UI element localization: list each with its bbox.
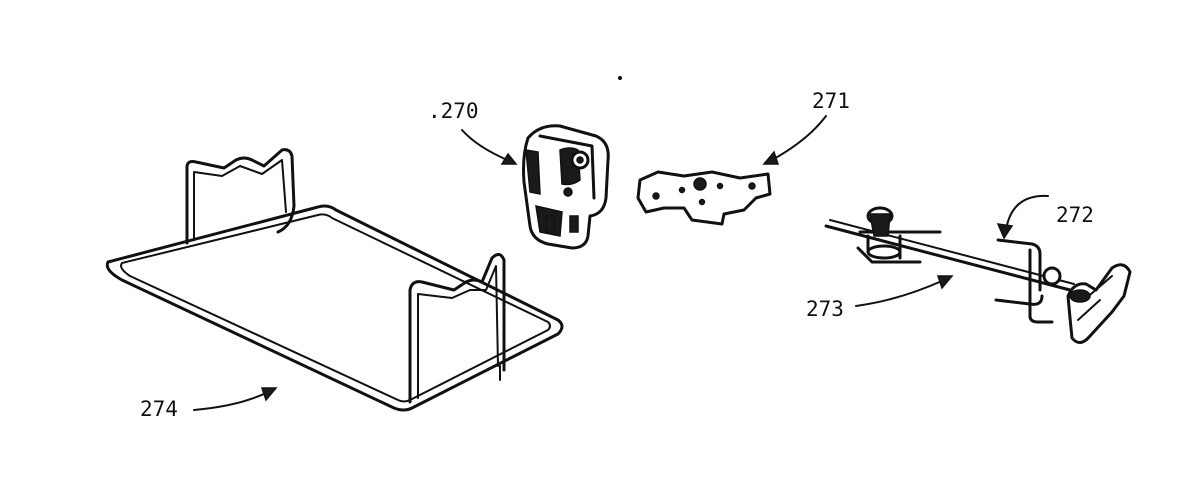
callout-271: 271 — [812, 89, 850, 113]
right-fork — [994, 238, 1062, 324]
spit-assembly — [824, 206, 1132, 344]
left-fork — [856, 206, 942, 264]
scan-speck — [618, 76, 622, 80]
arrow-270 — [461, 129, 513, 163]
rotisserie-motor — [522, 124, 610, 250]
mounting-bracket — [636, 170, 772, 226]
arrow-273 — [855, 279, 945, 307]
callout-270: .270 — [428, 99, 479, 123]
wire-rack — [105, 148, 564, 412]
callout-274: 274 — [140, 397, 178, 421]
arrow-271 — [771, 115, 827, 161]
arrow-274 — [193, 391, 269, 411]
callout-arrows — [193, 115, 1049, 411]
callout-273: 273 — [806, 297, 844, 321]
arrow-272 — [1005, 194, 1049, 231]
spit-handle — [1066, 263, 1132, 344]
callout-272: 272 — [1056, 203, 1094, 227]
